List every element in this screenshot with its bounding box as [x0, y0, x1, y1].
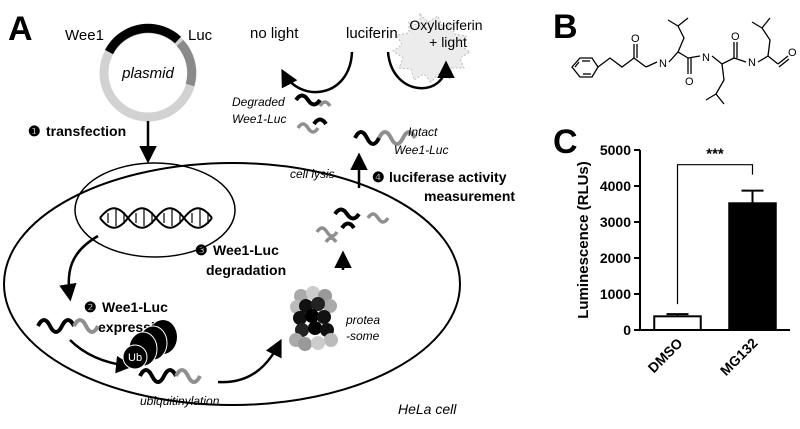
step-3-label-2: degradation	[206, 262, 286, 278]
step-4-label-2: measurement	[424, 188, 515, 204]
arrow-to-proteasome	[217, 338, 282, 384]
no-light-label: no light	[250, 25, 299, 42]
plasmid-luc-segment	[176, 39, 197, 87]
y-tick-label-1: 1000	[600, 286, 631, 302]
panel-a: A Wee1 Luc plasmid ❶ transfection HeLa c…	[3, 10, 515, 417]
significance-label: ***	[706, 146, 724, 163]
plasmid-wee1-segment	[105, 23, 182, 55]
degraded-fragments-cell	[315, 207, 390, 244]
panel-b: B O N O	[553, 8, 797, 105]
plasmid-center-label: plasmid	[121, 65, 174, 82]
step-2-number: ❷	[84, 299, 97, 315]
y-tick-label-5: 5000	[600, 142, 631, 158]
ubiquitinylation-label: ubiquitinylation	[140, 394, 220, 408]
nucleus	[74, 162, 236, 258]
step-3-number: ❸	[195, 242, 208, 258]
atom-n-2: N	[702, 52, 710, 64]
luciferin-reaction: no light luciferin Oxyluciferin + light	[250, 12, 483, 94]
plasmid-luc-label: Luc	[188, 27, 213, 44]
proteasome-label-1: protea	[345, 313, 380, 327]
arrow-light	[386, 51, 455, 90]
arrow-expression	[59, 234, 99, 302]
mg132-atoms: O N O N O N O	[631, 31, 797, 88]
significance-bracket	[676, 164, 754, 305]
step-1-number: ❶	[28, 123, 41, 139]
panel-b-letter: B	[553, 8, 578, 46]
atom-n-1: N	[659, 58, 667, 70]
arrow-to-ubiquitin	[69, 339, 134, 374]
cell-lysis-label: cell lysis	[290, 167, 335, 181]
intact-label-1: Intact	[408, 125, 438, 139]
atom-n-3: N	[748, 57, 756, 69]
step-4-number: ❹	[372, 169, 385, 185]
degraded-label-2: Wee1-Luc	[232, 112, 286, 126]
atom-o-3: O	[731, 31, 740, 43]
wee1-luc-protein	[36, 318, 100, 334]
panel-a-letter: A	[8, 10, 33, 48]
y-tick-label-4: 4000	[600, 178, 631, 194]
ubiquitin-label: Ub	[128, 352, 142, 364]
step-2-label-1: Wee1-Luc	[102, 299, 168, 315]
atom-o-1: O	[631, 33, 640, 45]
mg132-structure	[571, 17, 790, 105]
intact-wee1-luc: Intact Wee1-Luc	[353, 125, 448, 157]
hela-cell-membrane	[3, 162, 461, 406]
light-label: + light	[429, 34, 467, 50]
y-tick-label-3: 3000	[600, 214, 631, 230]
arrow-no-light	[281, 51, 354, 94]
atom-o-2: O	[685, 76, 694, 88]
plasmid: Wee1 Luc plasmid	[65, 23, 213, 122]
intact-label-2: Wee1-Luc	[394, 143, 448, 157]
atom-o-4: O	[788, 47, 797, 59]
degraded-wee1-luc: Degraded Wee1-Luc	[232, 93, 332, 134]
panel-c-letter: C	[553, 123, 578, 161]
x-tick-label-dmso: DMSO	[645, 335, 686, 376]
ubiquitinated-protein: Ub ubiquitinylation	[122, 320, 220, 408]
oxyluciferin-label: Oxyluciferin	[409, 17, 482, 33]
step-1-label: transfection	[46, 123, 126, 139]
step-4-label-1: luciferase activity	[389, 169, 507, 185]
step-3-label-1: Wee1-Luc	[213, 242, 279, 258]
y-tick-label-2: 2000	[600, 250, 631, 266]
bar-mg132	[728, 202, 777, 331]
luciferin-label: luciferin	[346, 25, 398, 42]
proteasome-label-2: -some	[346, 329, 380, 343]
x-tick-label-mg132: MG132	[717, 335, 761, 379]
bar-dmso	[653, 315, 702, 332]
plasmid-wee1-label: Wee1	[65, 27, 104, 44]
step-transfection: ❶ transfection	[28, 121, 157, 164]
proteasome: protea -some	[289, 286, 380, 351]
hela-cell-label: HeLa cell	[398, 401, 457, 417]
y-tick-label-0: 0	[623, 322, 631, 338]
degraded-label-1: Degraded	[232, 95, 285, 109]
y-axis-label: Luminescence (RLUs)	[575, 161, 592, 319]
